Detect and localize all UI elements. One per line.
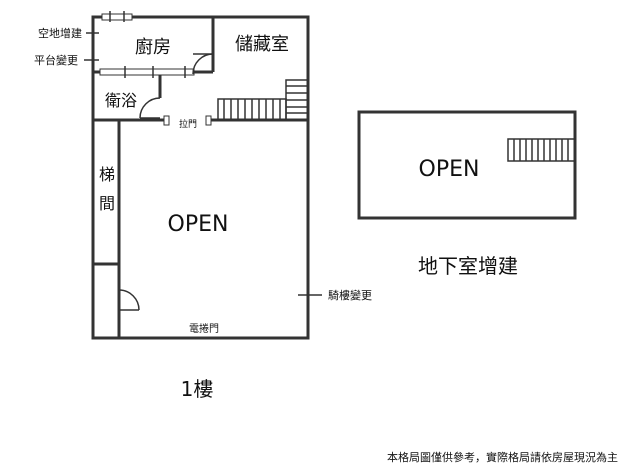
annotation-rolling-door: 電捲門 bbox=[189, 322, 219, 335]
annotation-sliding-door: 拉門 bbox=[179, 118, 197, 130]
room-stairwell-2: 間 bbox=[99, 194, 115, 213]
kitchen-window bbox=[101, 11, 133, 22]
disclaimer-text: 本格局圖僅供參考，實際格局請依房屋現況為主 bbox=[387, 450, 618, 464]
room-kitchen: 廚房 bbox=[135, 36, 171, 58]
stairwell-door-swing bbox=[118, 289, 140, 311]
outer-wall bbox=[91, 15, 310, 340]
bathroom-door-swing bbox=[139, 97, 161, 119]
room-stairwell-1: 梯 bbox=[99, 165, 115, 184]
caption-first-floor: 1樓 bbox=[181, 377, 214, 401]
room-storage: 儲藏室 bbox=[235, 34, 289, 55]
room-bathroom: 衛浴 bbox=[105, 91, 137, 110]
annotation-arcade-change: 騎樓變更 bbox=[328, 288, 372, 302]
caption-basement-extension: 地下室增建 bbox=[418, 254, 518, 278]
first-floor-walls bbox=[91, 15, 310, 340]
room-open-main: OPEN bbox=[168, 212, 229, 237]
basement-outline bbox=[357, 110, 577, 220]
annotation-vacant-extension: 空地增建 bbox=[38, 26, 82, 40]
sliding-door-right bbox=[205, 115, 212, 126]
first-floor-stairs bbox=[217, 79, 309, 121]
room-open-basement: OPEN bbox=[419, 157, 480, 182]
basement-stairs bbox=[507, 138, 576, 162]
kitchen-bottom-window bbox=[99, 66, 195, 78]
sliding-door-left bbox=[163, 115, 170, 126]
annotation-platform-change: 平台變更 bbox=[34, 53, 78, 67]
